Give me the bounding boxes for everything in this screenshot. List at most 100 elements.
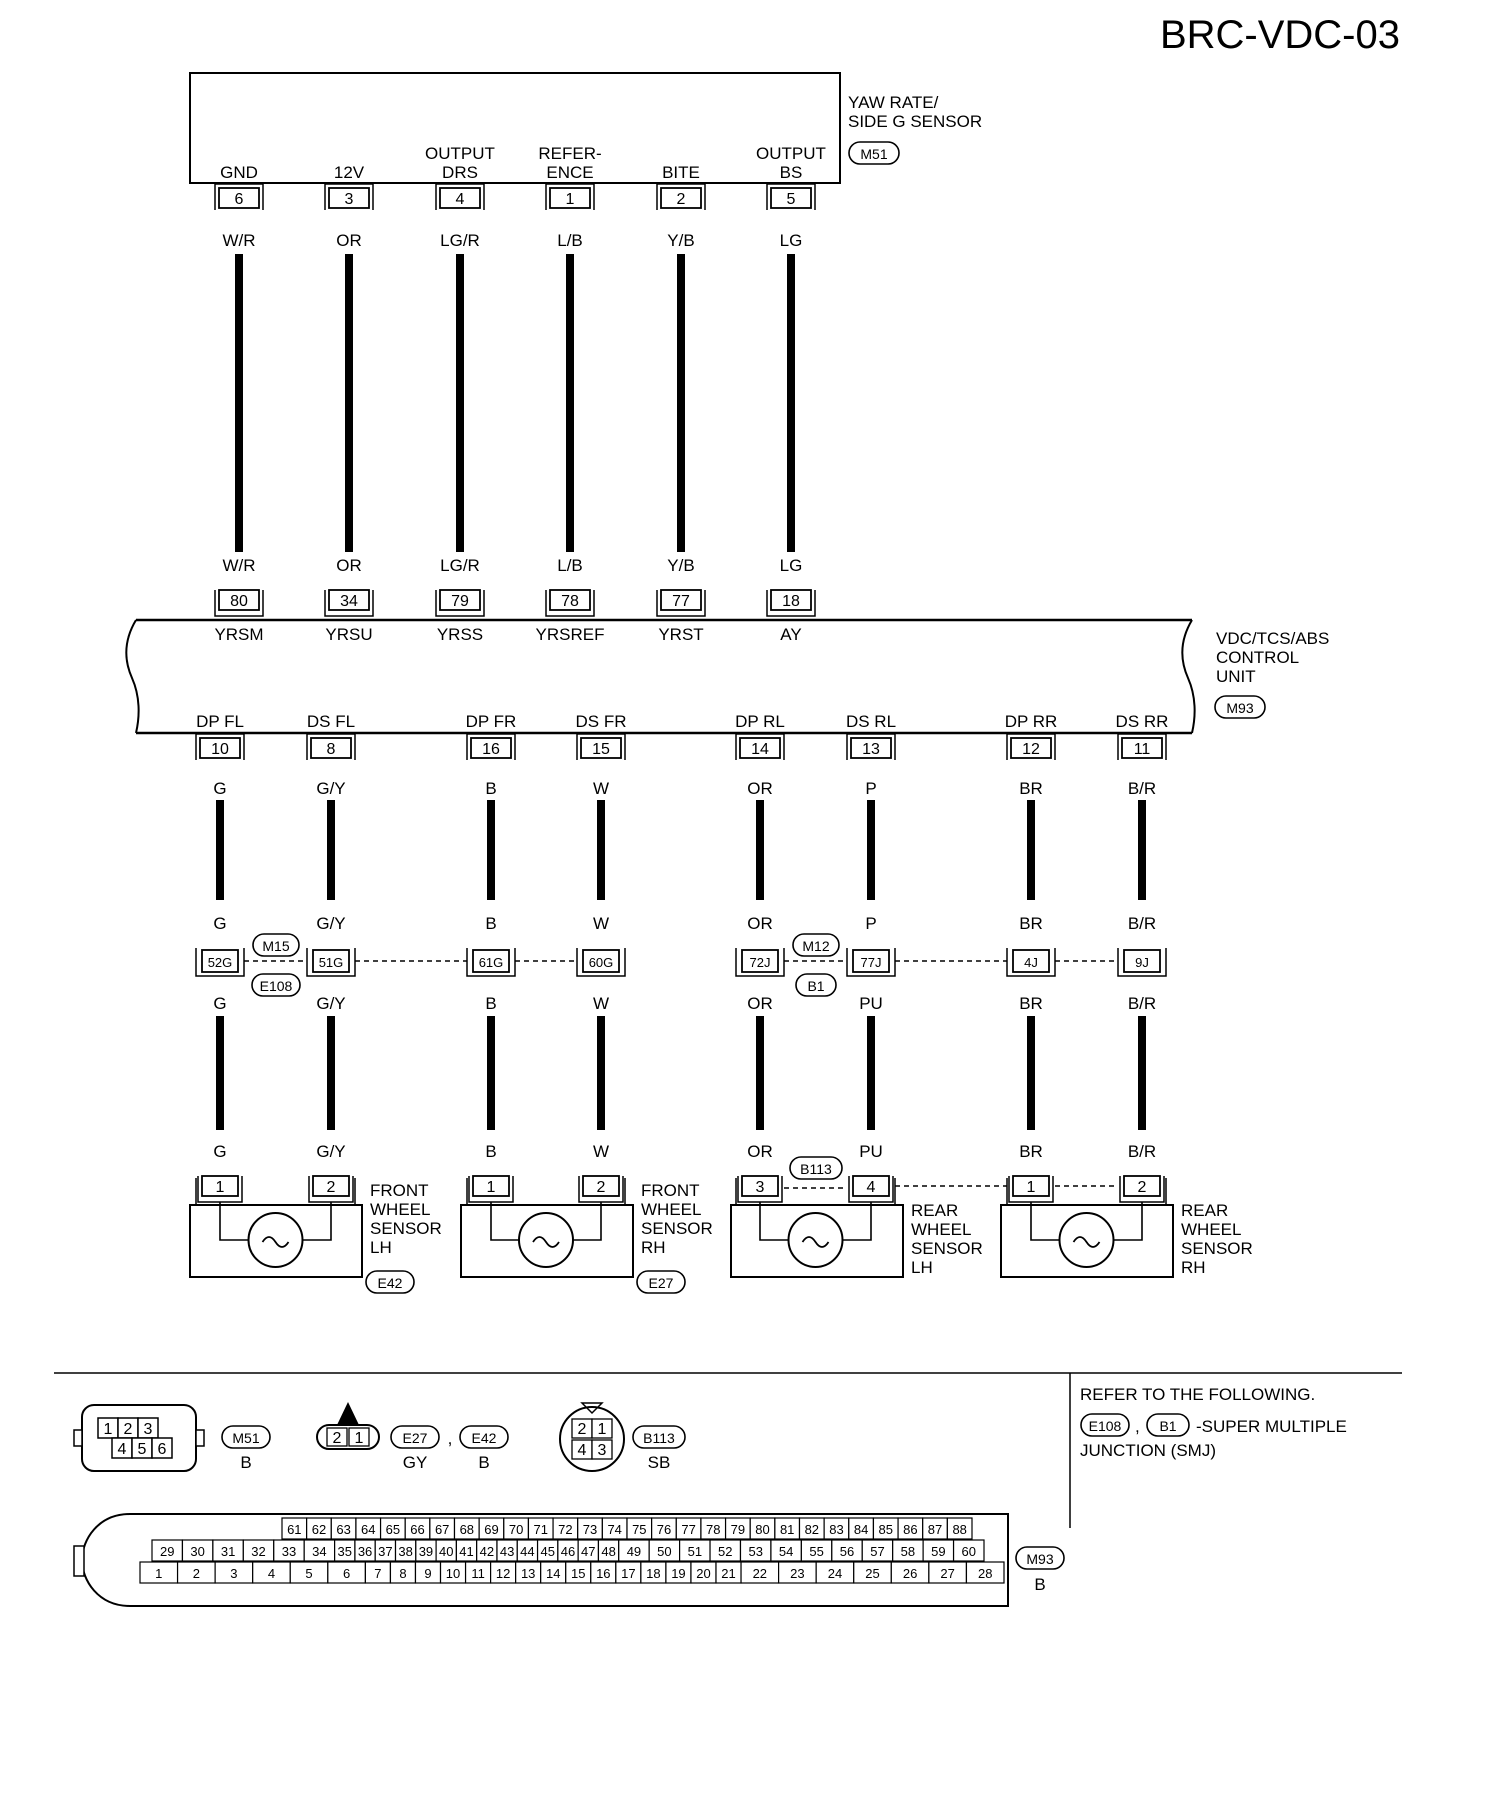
cavity: 23 <box>778 1561 817 1584</box>
cavity-number: 28 <box>978 1566 992 1581</box>
cavity-number: 2 <box>578 1421 587 1438</box>
wire-color-label: OR <box>336 556 362 575</box>
connector-color: B <box>240 1453 251 1472</box>
control-unit-pin-label: DS FR <box>576 712 627 731</box>
cavity: 8 <box>389 1561 417 1584</box>
cavity-number: 14 <box>546 1566 560 1581</box>
cavity-number: 47 <box>581 1544 595 1559</box>
cavity: 87 <box>922 1517 948 1540</box>
cavity-number: 3 <box>144 1421 153 1438</box>
cavity-number: 25 <box>865 1566 879 1581</box>
connector-tag-label: M93 <box>1226 700 1253 716</box>
sensor-name-line: REAR <box>1181 1201 1228 1220</box>
cavity-number: 54 <box>779 1544 793 1559</box>
cavity-number: 55 <box>809 1544 823 1559</box>
cavity-number: 59 <box>931 1544 945 1559</box>
sensor-name-line: WHEEL <box>641 1200 701 1219</box>
cavity: 50 <box>648 1539 681 1562</box>
connector-tag-label: E42 <box>472 1430 497 1446</box>
cavity: 68 <box>453 1517 480 1540</box>
cavity-number: 56 <box>840 1544 854 1559</box>
sensor-box <box>730 1204 904 1278</box>
cavity: 51 <box>679 1539 711 1562</box>
cavity-number: 51 <box>688 1544 702 1559</box>
wire-color-label: W <box>593 779 609 798</box>
connector-tag-m93: M93 <box>1214 695 1266 719</box>
cavity-number: 44 <box>520 1544 534 1559</box>
yaw-sensor-pins: GND612V3OUTPUTDRS4REFER-ENCE1BITE2OUTPUT… <box>214 144 826 210</box>
wire-color-label: G/Y <box>316 994 345 1013</box>
cavity: 14 <box>540 1561 567 1584</box>
cavity: 55 <box>800 1539 833 1562</box>
wire-color-label: OR <box>336 231 362 250</box>
cavity-number: 13 <box>521 1566 535 1581</box>
cavity-number: 19 <box>671 1566 685 1581</box>
cavity-number: 73 <box>583 1522 597 1537</box>
junction-pin: 72J <box>735 948 785 977</box>
cavity-number: 5 <box>138 1441 147 1458</box>
cavity: 26 <box>890 1561 930 1584</box>
connector-tag-label: E108 <box>1089 1418 1122 1434</box>
cavity-number: 46 <box>561 1544 575 1559</box>
cavity: 56 <box>831 1539 863 1562</box>
yaw-sensor-name-line: YAW RATE/ <box>848 93 939 112</box>
wire-color-label: Y/B <box>667 231 694 250</box>
wire-color-label: OR <box>747 994 773 1013</box>
pin-number: 14 <box>751 741 769 758</box>
sensor-name-line: REAR <box>911 1201 958 1220</box>
yaw-sensor-name-line: SIDE G SENSOR <box>848 112 982 131</box>
connector-tag-label: M93 <box>1026 1551 1053 1567</box>
connector-tag-m51: M51 <box>221 1425 271 1449</box>
cavity: 18 <box>640 1561 667 1584</box>
cavity: 21 <box>715 1561 742 1584</box>
cavity: 65 <box>379 1517 406 1540</box>
pin-number: 15 <box>592 741 610 758</box>
control-unit-pin: 78 <box>545 589 595 617</box>
cavity: 7 <box>364 1561 392 1584</box>
junction-pin-number: 61G <box>479 955 504 970</box>
yaw-pin: 2 <box>656 183 706 210</box>
cavity: 9 <box>414 1561 442 1584</box>
separator-comma: , <box>448 1429 453 1448</box>
sensor-coil-symbol <box>247 1212 304 1268</box>
wire-color-label: PU <box>859 1142 883 1161</box>
cavity: 41 <box>455 1539 478 1562</box>
sensor-name-line: RH <box>641 1238 666 1257</box>
control-unit-pin: 77 <box>656 589 706 617</box>
control-unit-name-line: VDC/TCS/ABS <box>1216 629 1329 648</box>
sensor-coil-symbol <box>518 1212 574 1268</box>
cavity: 27 <box>928 1561 968 1584</box>
junction-pin-number: 9J <box>1135 955 1149 970</box>
cavity-number: 34 <box>312 1544 326 1559</box>
cavity: 16 <box>590 1561 617 1584</box>
connector-tag-m93: M93 <box>1015 1546 1065 1570</box>
cavity: 47 <box>577 1539 600 1562</box>
cavity-number: 38 <box>398 1544 412 1559</box>
connector-tag-b113: B113 <box>789 1156 843 1180</box>
wire-color-label: G <box>213 779 226 798</box>
cavity-number: 8 <box>399 1566 406 1581</box>
junction-row: G52GGG/Y51GG/YB61GBW60GWOR72JORP77JPUBR4… <box>195 914 1167 1130</box>
cavity-number: 86 <box>903 1522 917 1537</box>
cavity: 4 <box>252 1561 291 1584</box>
cavity: 79 <box>724 1517 751 1540</box>
cavity-number: 83 <box>829 1522 843 1537</box>
connector-tag-e108: E108 <box>251 973 301 997</box>
cavity: 75 <box>626 1517 653 1540</box>
cavity: 88 <box>946 1517 973 1540</box>
cavity-number: 20 <box>696 1566 710 1581</box>
cavity-number: 16 <box>596 1566 610 1581</box>
key-triangle-icon <box>337 1402 359 1425</box>
pin-number: 2 <box>597 1179 606 1196</box>
cavity: 15 <box>565 1561 592 1584</box>
cavity: 73 <box>577 1517 603 1540</box>
sensor-pin: 4 <box>848 1175 894 1203</box>
wire-color-label: P <box>865 779 876 798</box>
sensor-pin: 1 <box>468 1175 514 1203</box>
cavity-number: 84 <box>854 1522 868 1537</box>
cavity-number: 49 <box>627 1544 641 1559</box>
